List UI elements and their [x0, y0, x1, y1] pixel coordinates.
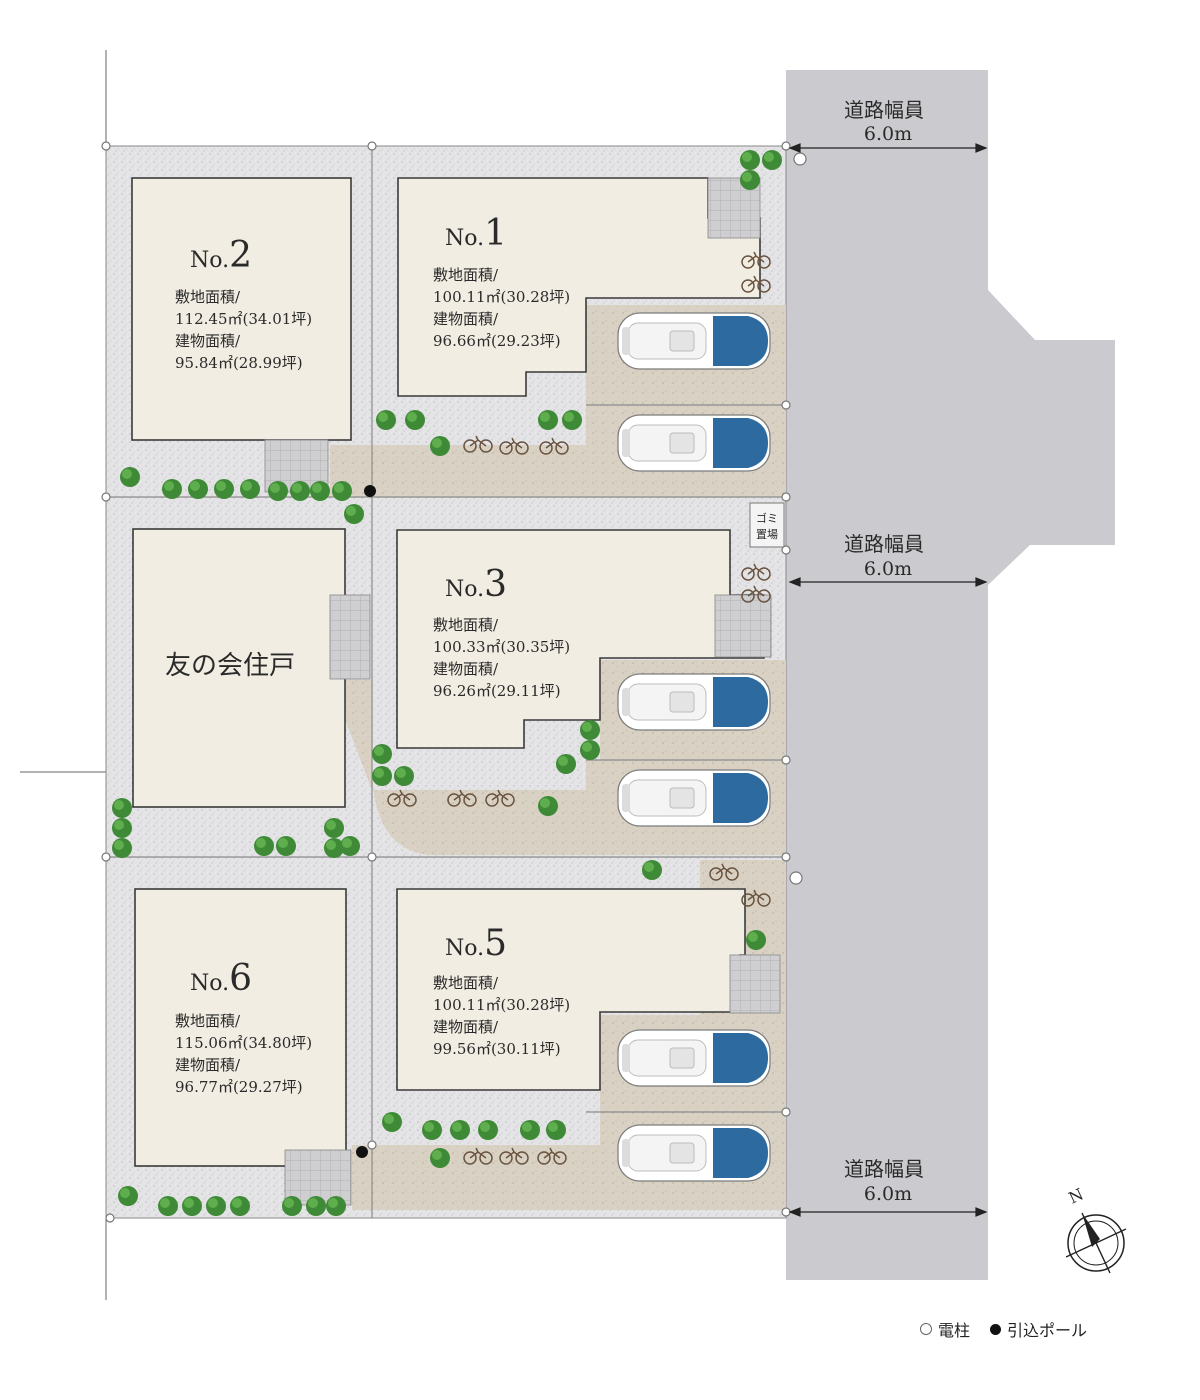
lot-no2-building-label: 建物面積/: [175, 332, 241, 350]
buildings: [131, 177, 765, 1167]
road-bottom-width: 6.0m: [864, 1183, 912, 1205]
compass-icon: [1065, 1212, 1127, 1274]
lot-no2-building-area: 95.84㎡(28.99坪): [175, 354, 303, 372]
lot-no6-site-area: 115.06㎡(34.80坪): [175, 1034, 312, 1052]
lot-no1-building-area: 96.66㎡(29.23坪): [433, 332, 561, 350]
lot-no5-site-area: 100.11㎡(30.28坪): [433, 996, 570, 1014]
lot-no2-site-label: 敷地面積/: [175, 288, 241, 306]
compass-north-label: N: [1066, 1184, 1087, 1207]
garbage-label-line1: ゴミ: [756, 511, 778, 525]
lot-no5-title: No.5: [445, 923, 507, 964]
lot-no1-title: No.1: [445, 213, 507, 254]
boundary-lines: [20, 50, 107, 1300]
car: [617, 673, 771, 731]
car: [617, 769, 771, 827]
lot-no5-building-area: 99.56㎡(30.11坪): [433, 1040, 561, 1058]
road-middle-width: 6.0m: [864, 558, 912, 580]
legend: 電柱 引込ポール: [920, 1317, 1087, 1341]
building-no2: [131, 177, 352, 441]
lot-no1-site-label: 敷地面積/: [433, 266, 499, 284]
road-dimension-arrows: [788, 143, 988, 1217]
car: [617, 414, 771, 472]
service-pole-icon: [990, 1323, 1002, 1335]
car: [617, 1029, 771, 1087]
service-pole: [364, 485, 376, 497]
road-middle-label: 道路幅員: [844, 532, 924, 556]
garbage-label-line2: 置場: [756, 528, 778, 541]
car: [617, 312, 771, 370]
road-bottom-label: 道路幅員: [844, 1157, 924, 1181]
lot-no1-site-area: 100.11㎡(30.28坪): [433, 288, 570, 306]
lot-no5-site-label: 敷地面積/: [433, 974, 499, 992]
lot-no3-site-area: 100.33㎡(30.35坪): [433, 638, 570, 656]
lot-no3-title: No.3: [445, 564, 507, 605]
road-top-label: 道路幅員: [844, 98, 924, 122]
garbage-area: [749, 502, 785, 548]
car: [617, 1124, 771, 1182]
building-no3: [396, 529, 765, 749]
legend-utility-pole: 電柱: [938, 1321, 971, 1340]
building-no6: [134, 888, 347, 1167]
lot-no3-building-label: 建物面積/: [433, 660, 499, 678]
lot-no6-site-label: 敷地面積/: [175, 1012, 241, 1030]
utility-poles: [101, 141, 807, 1223]
lot-no2-title: No.2: [190, 235, 252, 276]
lot-no2-site-area: 112.45㎡(34.01坪): [175, 310, 312, 328]
lot-no3-building-area: 96.26㎡(29.11坪): [433, 682, 561, 700]
lot-no6-building-area: 96.77㎡(29.27坪): [175, 1078, 303, 1096]
lot-no6-title: No.6: [190, 958, 252, 999]
road: [786, 70, 1115, 1280]
utility-pole-icon: [920, 1323, 932, 1335]
lot-no3-site-label: 敷地面積/: [433, 616, 499, 634]
lot-no5-building-label: 建物面積/: [433, 1018, 499, 1036]
road-top-width: 6.0m: [864, 123, 912, 145]
neighbor-label: 友の会住戸: [165, 651, 295, 681]
lot-no1-building-label: 建物面積/: [433, 310, 499, 328]
legend-service-pole: 引込ポール: [1007, 1321, 1088, 1340]
lot-no6-building-label: 建物面積/: [175, 1056, 241, 1074]
service-pole: [356, 1146, 368, 1158]
